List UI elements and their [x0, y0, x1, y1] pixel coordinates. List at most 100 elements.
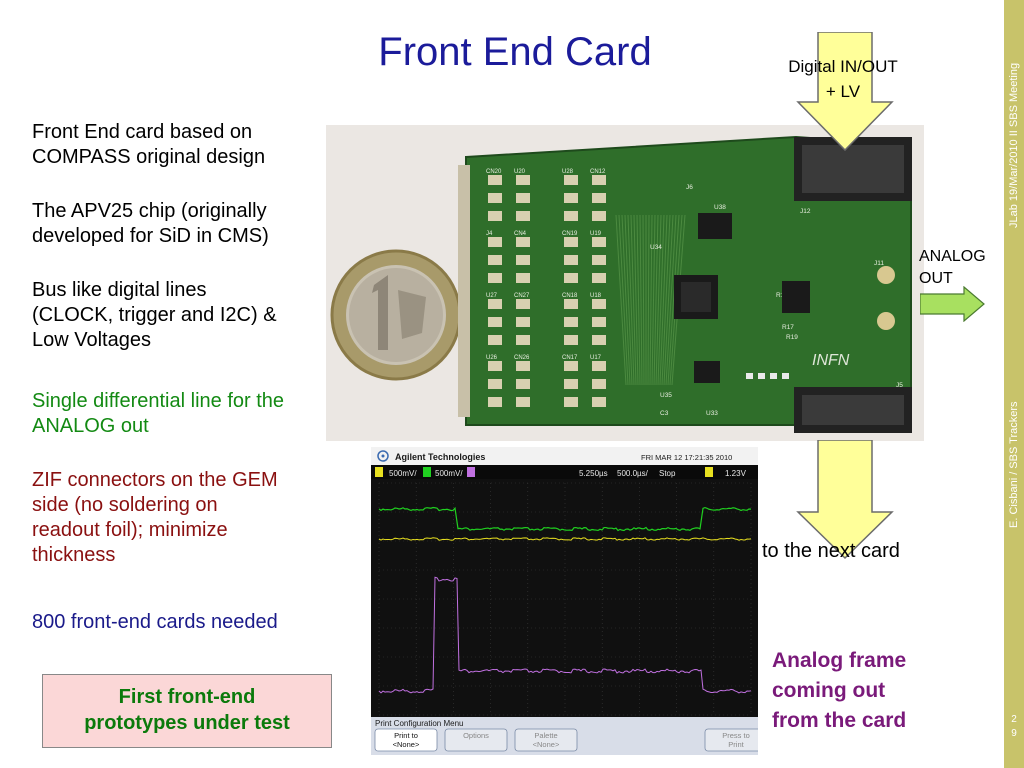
digital-io-label: Digital IN/OUT + LV	[768, 54, 918, 104]
pcb-trace	[639, 214, 643, 386]
pcb-chip	[564, 361, 578, 371]
pcb-jumper	[782, 373, 789, 379]
pcb-chip	[516, 361, 530, 371]
scope-trigger-level: 1.23V	[725, 469, 747, 478]
pcb-chip-label: CN18	[562, 293, 578, 299]
scope-softkey-line-1: Press to	[722, 731, 750, 740]
bullet-6: 800 front-end cards needed	[32, 610, 362, 635]
bullet-1: Front End card based on COMPASS original…	[32, 120, 362, 170]
pcb-chip	[592, 255, 606, 265]
bullet-1-line-1: Front End card based on	[32, 121, 253, 143]
pcb-chip	[516, 397, 530, 407]
analog-frame-line-1: Analog frame	[772, 649, 907, 672]
slide-title: Front End Card	[378, 30, 652, 74]
bullet-2: The APV25 chip (originally developed for…	[32, 199, 362, 249]
sidebar-author-text: E. Cisbani / SBS Trackers	[1008, 401, 1020, 528]
pcb-chip	[564, 255, 578, 265]
bullet-2-line-2: developed for SiD in CMS)	[32, 225, 269, 247]
analog-out-line-1: ANALOG	[919, 248, 986, 265]
pcb-chip	[488, 299, 502, 309]
bullet-3: Bus like digital lines (CLOCK, trigger a…	[32, 278, 362, 353]
arrow-right-analog	[920, 286, 985, 322]
pcb-chip	[516, 193, 530, 203]
scope-time-pos: 5.250µs	[579, 469, 608, 478]
scope-softkey-palette[interactable]: Palette<None>	[514, 728, 578, 752]
pcb-trace	[665, 214, 677, 386]
scope-menu-title: Print Configuration Menu	[375, 719, 464, 728]
pcb-chip	[488, 175, 502, 185]
pcb-chip-label: U26	[486, 355, 498, 361]
pcb-trace	[667, 214, 680, 386]
bullet-3-line-1: Bus like digital lines	[32, 279, 207, 301]
pcb-chip	[488, 397, 502, 407]
slide-number: 2 9	[1008, 713, 1020, 741]
scope-softkey-print-to[interactable]: Print to<None>	[374, 728, 438, 752]
arrow-down-icon	[796, 440, 894, 560]
pcb-ref-label: J5	[896, 382, 903, 389]
pcb-ref-label: U35	[660, 392, 672, 399]
sidebar-band	[1004, 0, 1024, 768]
pcb-trace	[624, 214, 633, 386]
bullet-4-line-1: Single differential line for the	[32, 390, 285, 412]
digital-io-line-1: Digital IN/OUT	[788, 57, 898, 76]
pcb-chip	[488, 361, 502, 371]
pcb-ref-label: J6	[686, 184, 693, 191]
prototype-note-line-1: First front-end	[118, 686, 256, 708]
pcb-trace	[636, 214, 641, 386]
pcb-chip	[564, 335, 578, 345]
pcb-chip	[592, 379, 606, 389]
bullet-6-line-1: 800 front-end cards needed	[32, 611, 278, 633]
oscilloscope-screenshot: Agilent Technologies FRI MAR 12 17:21:35…	[371, 447, 768, 755]
pcb-chip	[516, 317, 530, 327]
pcb-chip	[516, 299, 530, 309]
coin-image-icon	[330, 249, 462, 381]
pcb-ref-label: C3	[660, 410, 669, 417]
scope-run-mode: Stop	[659, 469, 676, 478]
pcb-trace	[653, 214, 659, 386]
pcb-chip	[488, 211, 502, 221]
pcb-jumper	[770, 373, 777, 379]
pcb-chip-label: CN12	[590, 169, 606, 175]
pcb-trace	[633, 214, 639, 386]
pcb-chip	[564, 397, 578, 407]
scope-ch1-scale: 500mV/	[389, 469, 417, 478]
pcb-chip	[488, 255, 502, 265]
pcb-chip	[592, 335, 606, 345]
scope-softkey-line-1: Options	[463, 731, 489, 740]
arrow-right-icon	[920, 286, 985, 322]
pcb-chip	[564, 379, 578, 389]
pcb-chip	[592, 273, 606, 283]
analog-out-line-2: OUT	[919, 270, 953, 287]
pcb-chip	[488, 193, 502, 203]
pcb-jumper	[746, 373, 753, 379]
pcb-ref-label: J12	[800, 208, 811, 215]
analog-out-label: ANALOG OUT	[919, 246, 986, 290]
pcb-trace	[615, 214, 627, 386]
pcb-chip	[592, 175, 606, 185]
pcb-chip	[592, 237, 606, 247]
scope-brand: Agilent Technologies	[395, 452, 485, 462]
oscilloscope-svg: Agilent Technologies FRI MAR 12 17:21:35…	[371, 447, 768, 755]
pcb-chip	[564, 317, 578, 327]
pcb-ref-label: R19	[786, 334, 798, 341]
slide-number-digit-2: 9	[1011, 728, 1017, 739]
pcb-trace	[627, 214, 635, 386]
pcb-trace	[647, 214, 650, 386]
pcb-chip	[592, 193, 606, 203]
scope-ch2-scale: 500mV/	[435, 469, 463, 478]
scope-softkey-options[interactable]: Options	[444, 728, 508, 752]
pcb-chip	[564, 273, 578, 283]
scope-trace-ch1	[378, 537, 752, 541]
scope-softkey-line-1: Print to	[394, 731, 418, 740]
pcb-trace	[649, 214, 653, 386]
pcb-chip	[488, 237, 502, 247]
pcb-chip	[592, 317, 606, 327]
pcb-trace	[642, 214, 645, 386]
pcb-chip-label: CN19	[562, 231, 578, 237]
scope-datetime: FRI MAR 12 17:21:35 2010	[641, 453, 732, 462]
digital-io-line-2: + LV	[825, 82, 861, 101]
pcb-jumper	[758, 373, 765, 379]
arrow-down-icon	[796, 32, 894, 152]
